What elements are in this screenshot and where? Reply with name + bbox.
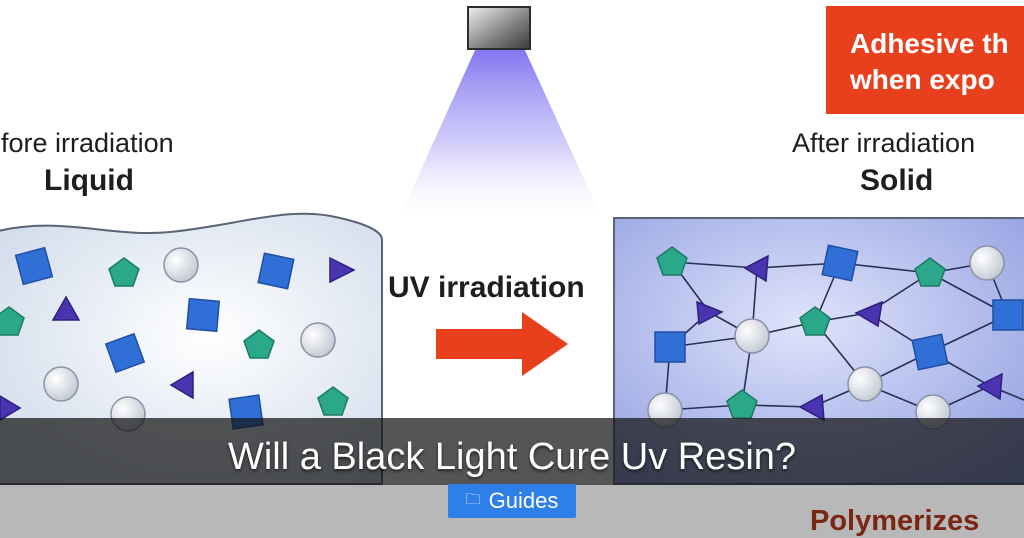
adhesive-callout-line1: Adhesive th [850, 28, 1009, 59]
solid-state-label: Solid [860, 164, 934, 197]
uv-lamp [467, 6, 531, 50]
uv-irradiation-label: UV irradiation [388, 271, 585, 304]
process-arrow [436, 312, 568, 376]
guides-category-badge[interactable]: 🗀 Guides [448, 484, 576, 518]
folder-icon: 🗀 [465, 489, 481, 508]
liquid-state-label: Liquid [44, 164, 134, 197]
adhesive-callout-line2: when expo [850, 64, 995, 95]
uv-light-beam [396, 48, 605, 225]
article-title: Will a Black Light Cure Uv Resin? [227, 436, 797, 478]
guides-badge-label: Guides [488, 488, 559, 513]
after-irradiation-caption: After irradiation [792, 128, 976, 158]
before-irradiation-caption: efore irradiation [0, 128, 174, 158]
polymerizes-label: Polymerizes [810, 505, 980, 537]
adhesive-callout: Adhesive th when expo [826, 6, 1024, 114]
title-overlay-band [0, 418, 1024, 485]
